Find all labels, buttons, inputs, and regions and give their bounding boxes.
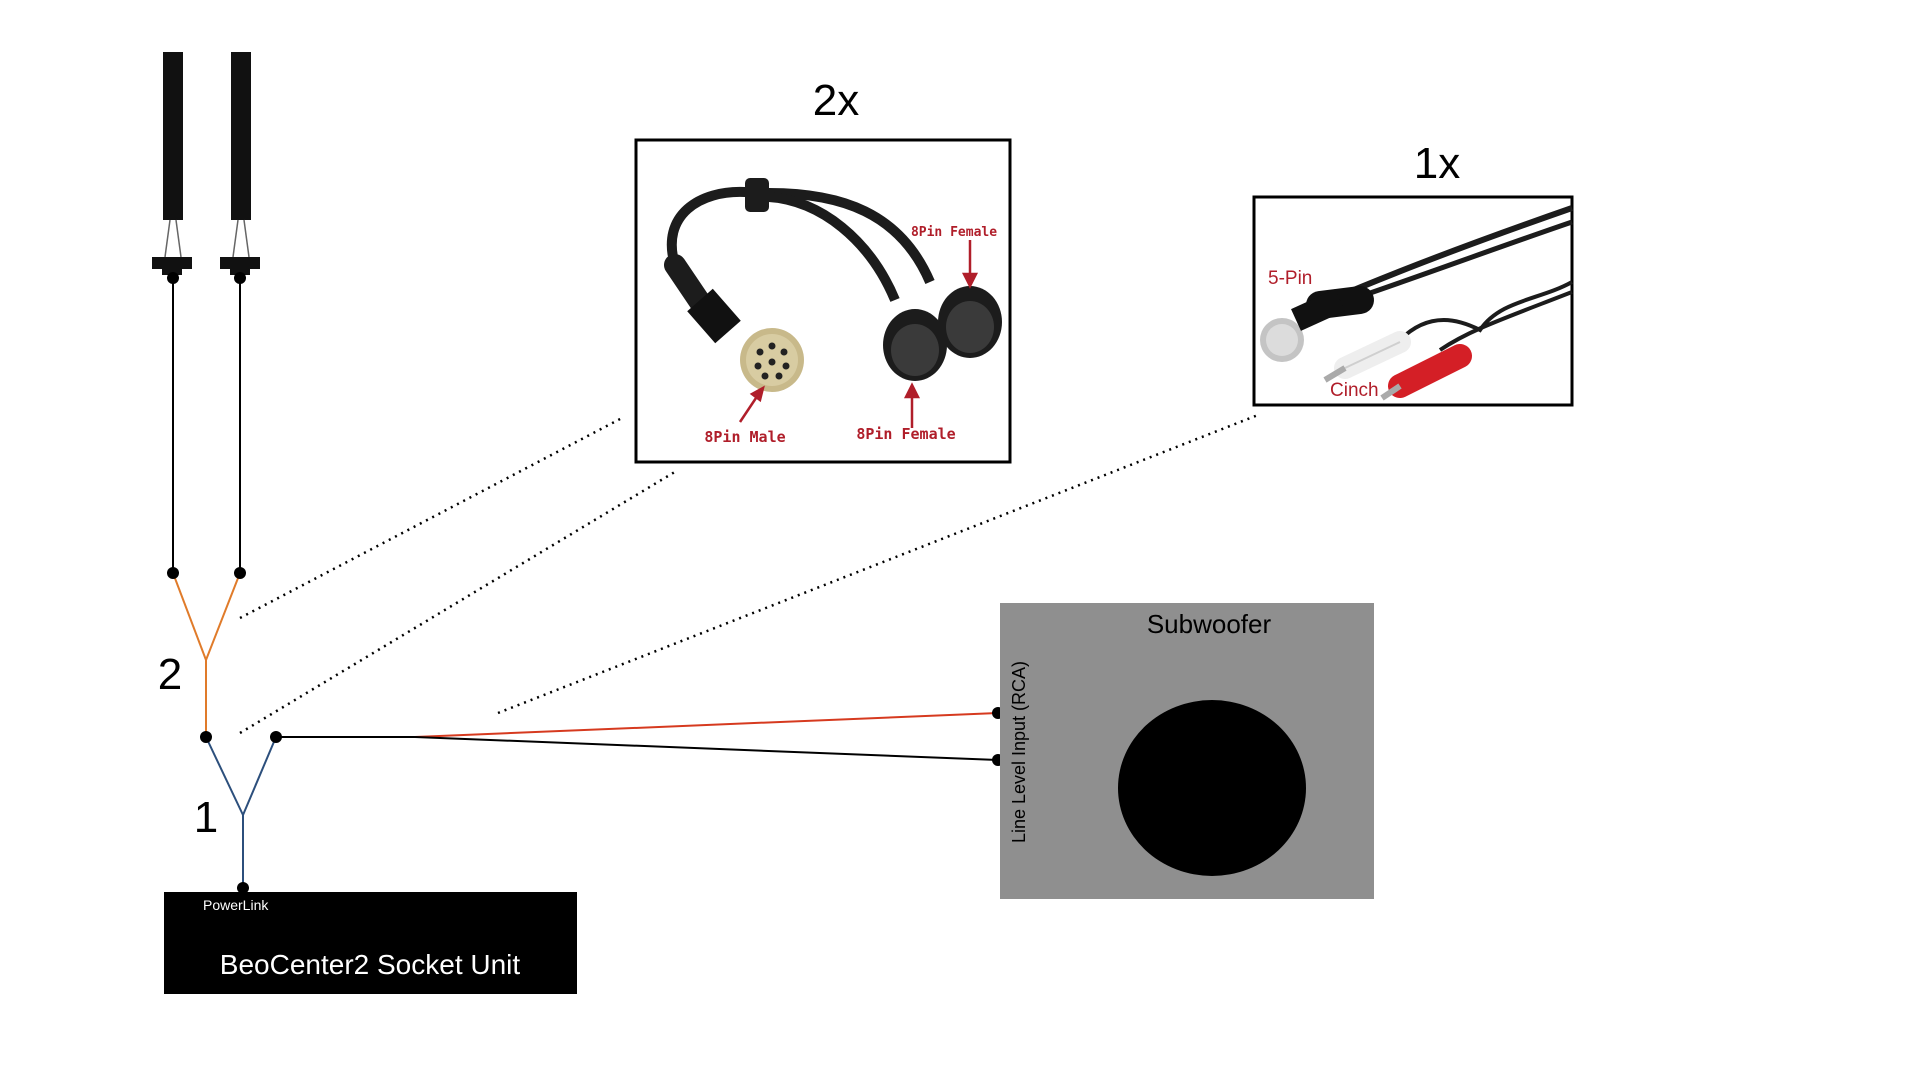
subwoofer-label: Subwoofer — [1147, 609, 1272, 639]
powerlink-label: PowerLink — [203, 897, 269, 913]
subwoofer-wires — [276, 712, 999, 761]
label-8pin-female-bottom: 8Pin Female — [856, 425, 955, 443]
split-1-label: 1 — [194, 793, 218, 842]
line-input-label: Line Level Input (RCA) — [1009, 661, 1029, 843]
y-split-1-wires — [205, 736, 277, 888]
label-5pin: 5-Pin — [1268, 268, 1312, 289]
speaker-wires — [172, 275, 241, 573]
din-cinch-photo: 5-Pin Cinch — [1252, 195, 1574, 407]
subwoofer-cone — [1118, 700, 1306, 876]
subwoofer: Subwoofer Line Level Input (RCA) — [1000, 603, 1374, 899]
label-8pin-male: 8Pin Male — [704, 428, 785, 446]
y-split-2-wires — [172, 572, 241, 737]
label-8pin-female-top: 8Pin Female — [911, 225, 997, 240]
y-cable-photo: 8Pin Male 8Pin Female 8Pin Female — [634, 138, 1012, 464]
qty-y-cable-label: 2x — [813, 76, 859, 125]
split-2-label: 2 — [158, 650, 182, 699]
leader-lines — [239, 413, 1259, 735]
qty-din-cinch-label: 1x — [1414, 139, 1460, 188]
label-cinch: Cinch — [1330, 380, 1379, 401]
socket-unit-label: BeoCenter2 Socket Unit — [220, 949, 521, 980]
socket-unit: PowerLink BeoCenter2 Socket Unit — [164, 892, 577, 994]
speaker-left — [152, 52, 192, 275]
speaker-right — [220, 52, 260, 275]
